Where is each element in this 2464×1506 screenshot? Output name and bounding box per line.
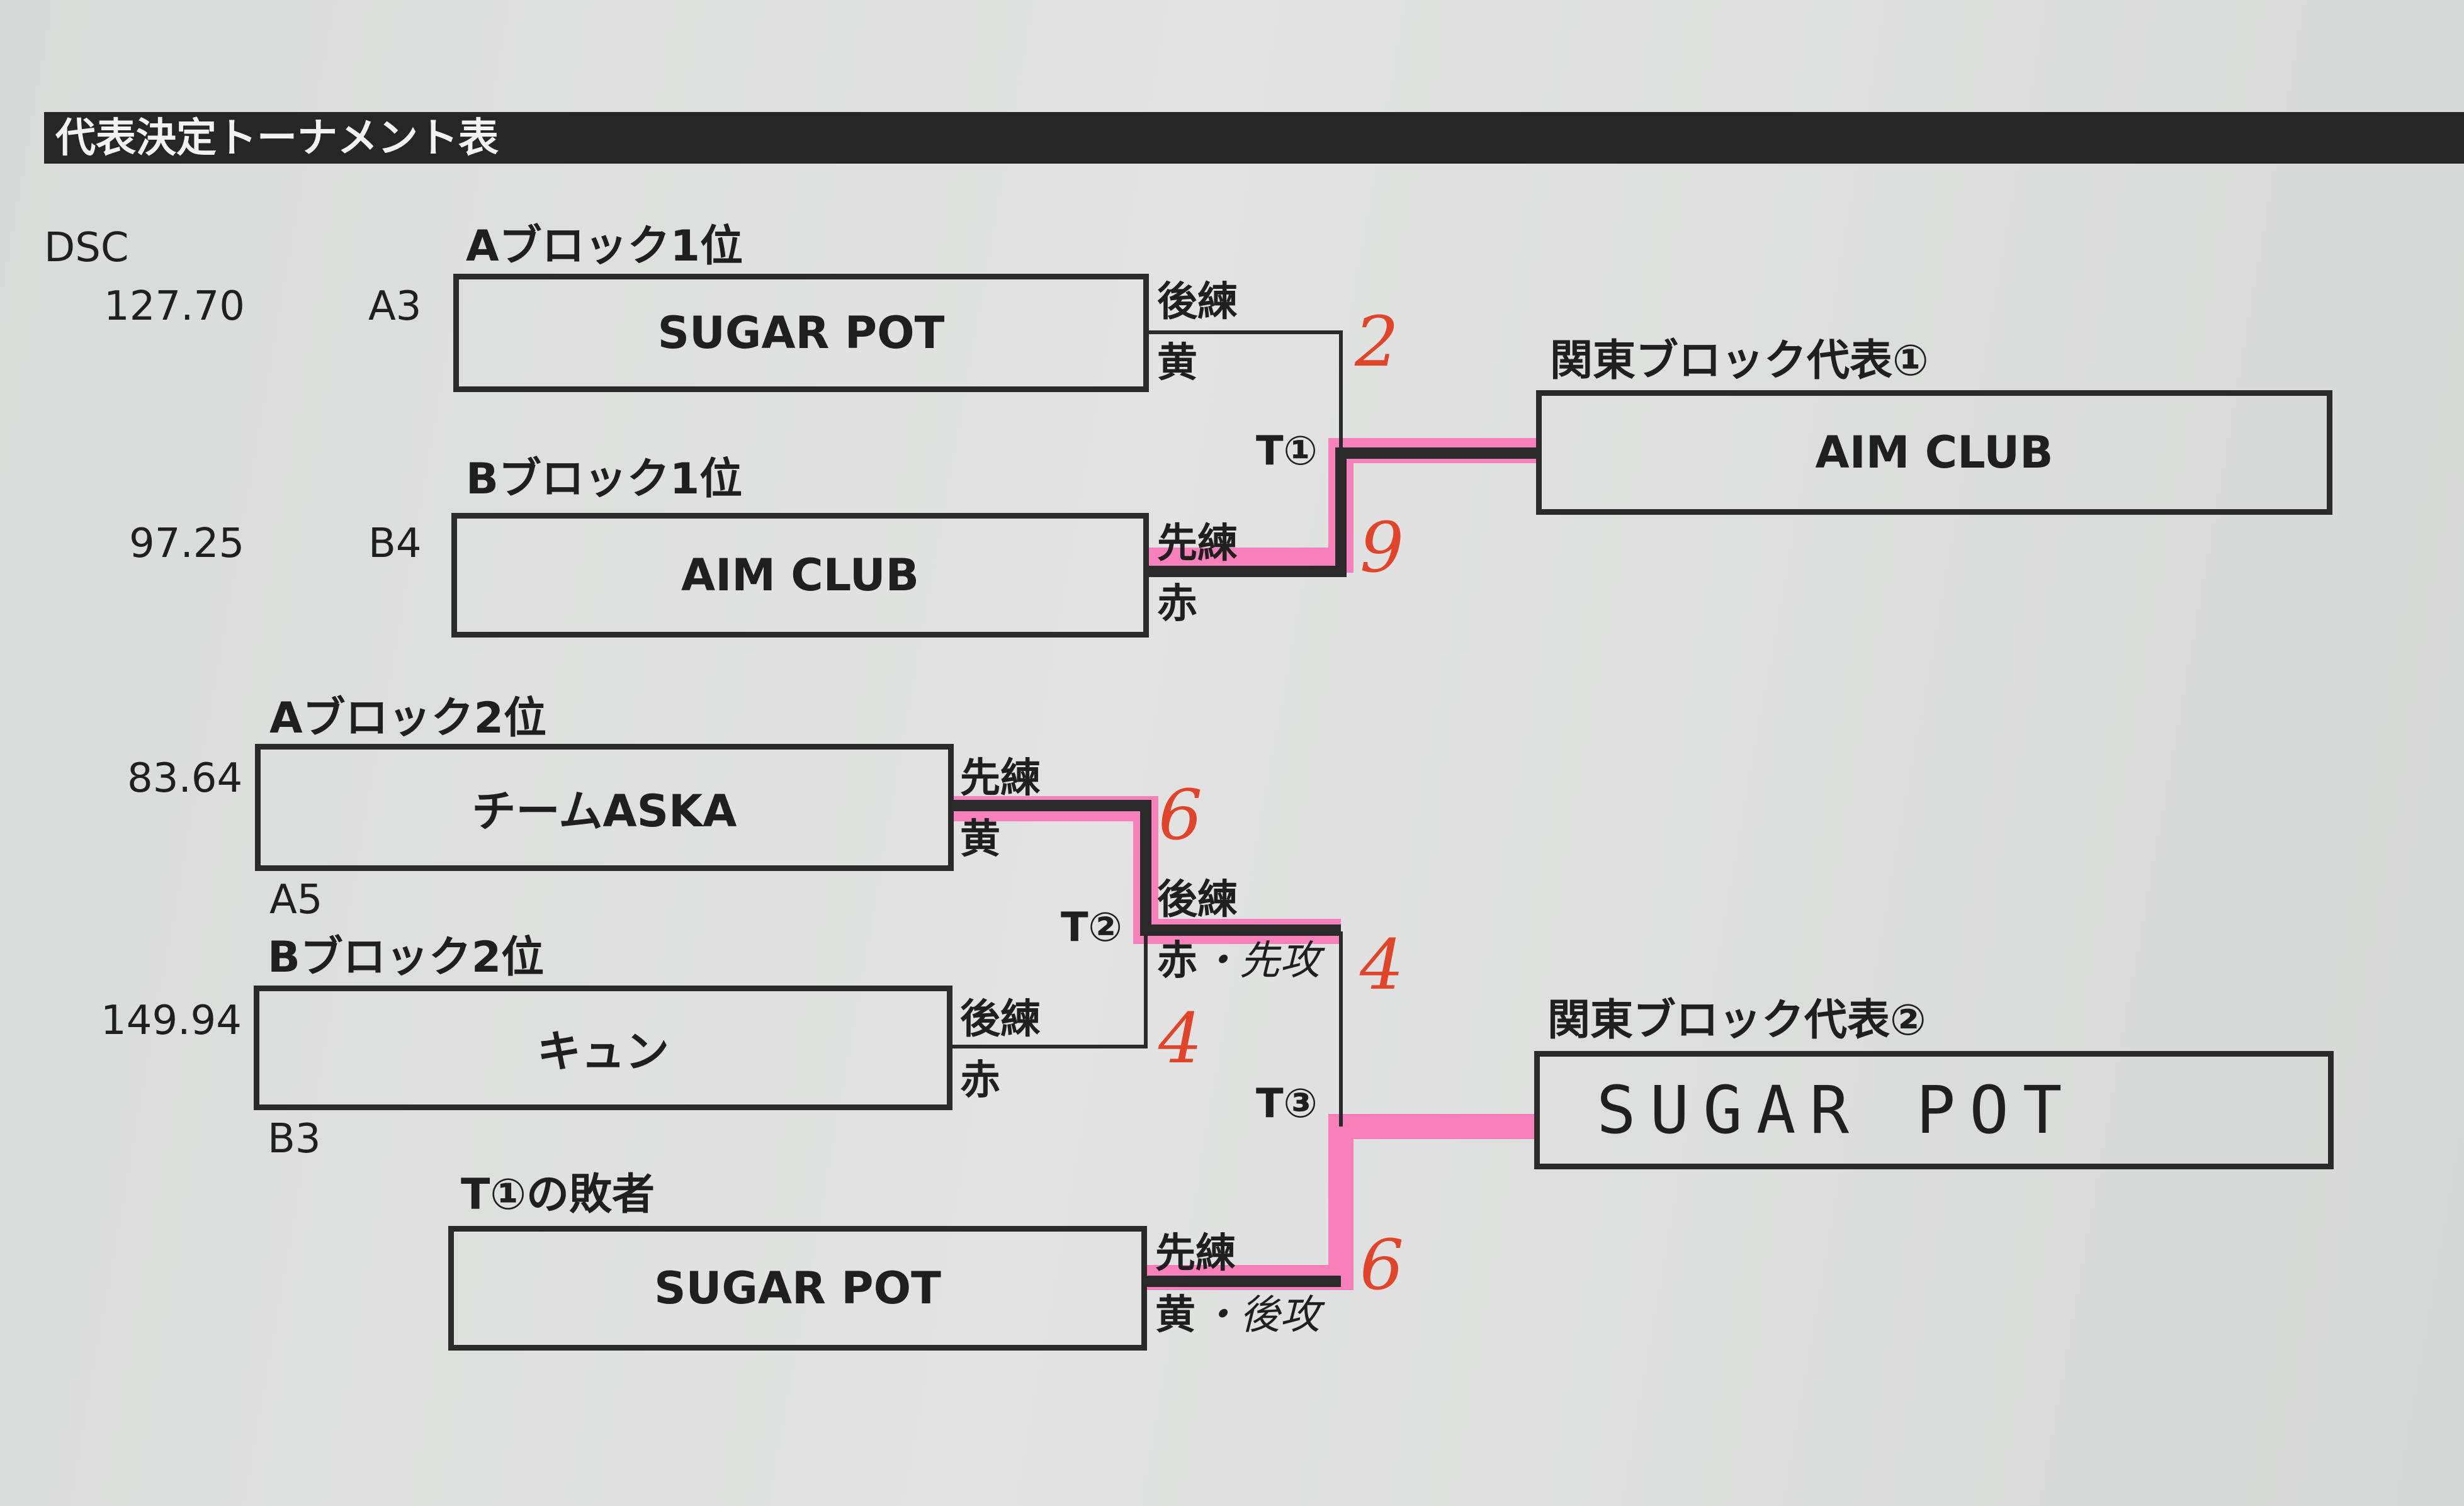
entry-4-team: キュン (537, 1025, 669, 1077)
entry-5-team-box: SUGAR POT (448, 1226, 1147, 1351)
entry-4-code: B3 (268, 1116, 321, 1162)
entry-2-dsc: 97.25 (129, 520, 245, 567)
match-t3-label: T③ (1256, 1081, 1318, 1127)
match-t2-label: T② (1061, 904, 1122, 951)
title-bar: 代表決定トーナメント表 (44, 112, 2464, 164)
t2-winner-note: ・先攻 (1199, 938, 1320, 984)
entry-4-dsc: 149.94 (101, 997, 242, 1044)
entry-2-slot-bottom: 赤 (1157, 581, 1197, 627)
entry-3-team: チームASKA (472, 785, 737, 837)
entry-5-slot-bottom: 黄 (1155, 1292, 1195, 1339)
win-line-t2 (952, 800, 1341, 936)
entry-1-block-label: Aブロック1位 (466, 222, 743, 271)
entry-1-team: SUGAR POT (657, 307, 945, 359)
entry-4-slot-top: 後練 (960, 996, 1041, 1043)
entry-2-team: AIM CLUB (681, 549, 919, 601)
entry-1-slot-bottom: 黄 (1157, 340, 1197, 386)
t2-winner-slot-bottom: 赤 (1157, 938, 1197, 984)
match-t1-score-top: 2 (1355, 301, 1399, 382)
entry-4-block-label: Bブロック2位 (268, 933, 545, 982)
result-2-team: SUGAR POT (1597, 1072, 2076, 1149)
entry-4-team-box: キュン (254, 986, 952, 1110)
entry-5-slot-top: 先練 (1155, 1230, 1236, 1277)
entry-3-slot-top: 先練 (960, 755, 1041, 802)
match-t3-score-bottom: 6 (1360, 1225, 1404, 1305)
result-1-team: AIM CLUB (1815, 427, 2054, 478)
match-t3-score-top: 4 (1360, 924, 1404, 1005)
result-2-team-box: SUGAR POT (1534, 1051, 2334, 1169)
entry-5-note: ・後攻 (1199, 1292, 1320, 1339)
entry-3-code: A5 (269, 877, 323, 923)
entry-1-slot-top: 後練 (1157, 279, 1238, 325)
entry-5-block-label: T①の敗者 (461, 1170, 655, 1220)
entry-4-slot-bottom: 赤 (960, 1057, 1000, 1104)
t2-winner-slot-top: 後練 (1157, 877, 1238, 923)
entry-1-team-box: SUGAR POT (453, 274, 1149, 392)
entry-2-code: B4 (368, 520, 422, 567)
entry-1-dsc: 127.70 (104, 283, 245, 330)
match-t2-score-bottom: 4 (1158, 998, 1202, 1079)
entry-1-code: A3 (368, 283, 422, 330)
entry-2-team-box: AIM CLUB (451, 513, 1149, 638)
entry-2-slot-top: 先練 (1157, 520, 1238, 567)
entry-2-block-label: Bブロック1位 (466, 454, 743, 504)
match-t2-score-top: 6 (1158, 775, 1202, 855)
entry-3-block-label: Aブロック2位 (269, 694, 546, 743)
bracket-t1-top (1147, 330, 1343, 451)
entry-3-dsc: 83.64 (127, 755, 243, 802)
match-t1-score-bottom: 9 (1360, 507, 1404, 588)
entry-3-team-box: チームASKA (255, 744, 954, 871)
result-2-label: 関東ブロック代表② (1547, 996, 1926, 1045)
win-line-t1 (1147, 447, 1536, 577)
result-1-team-box: AIM CLUB (1536, 390, 2332, 515)
result-1-label: 関東ブロック代表① (1550, 336, 1929, 386)
bracket-t2-bottom (952, 931, 1148, 1048)
entry-3-slot-bottom: 黄 (960, 816, 1000, 863)
entry-5-team: SUGAR POT (654, 1262, 941, 1314)
dsc-label: DSC (44, 225, 129, 271)
page-title: 代表決定トーナメント表 (55, 115, 499, 162)
match-t1-label: T① (1256, 428, 1318, 475)
